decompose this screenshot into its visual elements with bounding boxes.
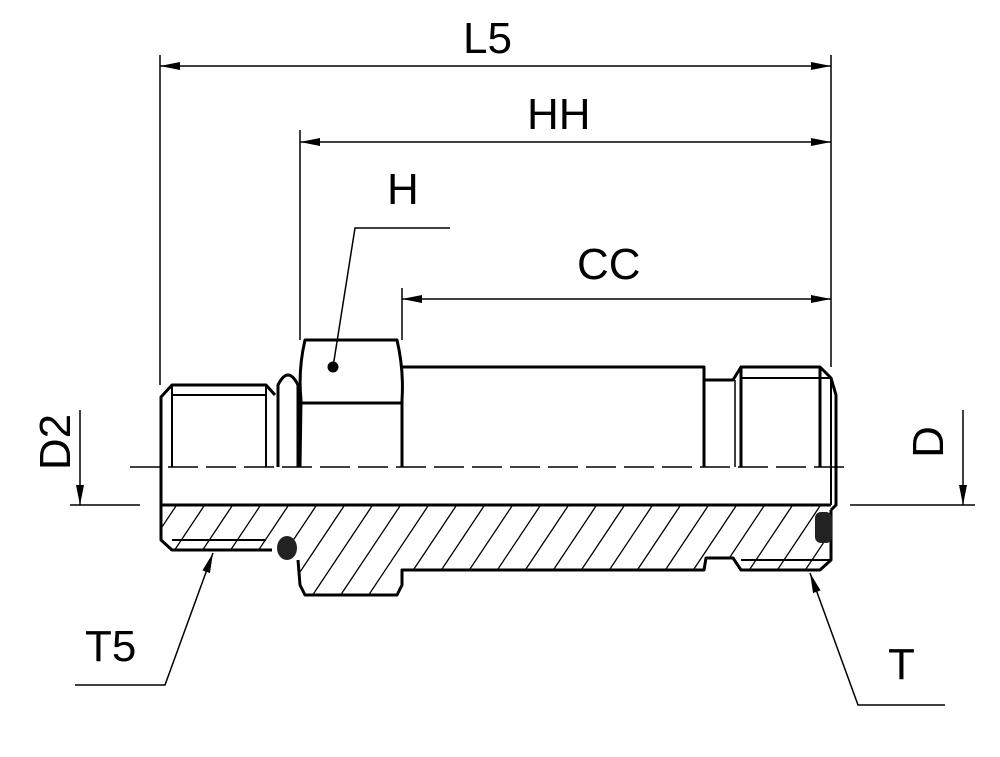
hatch-line bbox=[491, 505, 573, 595]
hatch-line bbox=[407, 505, 489, 595]
label-cc: CC bbox=[577, 240, 641, 289]
hatch-line bbox=[295, 505, 377, 595]
label-d: D bbox=[903, 426, 953, 458]
hatch-line bbox=[435, 505, 517, 595]
label-h: H bbox=[387, 165, 419, 214]
hatch-line bbox=[351, 505, 433, 595]
seal-section bbox=[815, 512, 832, 543]
hatch-line bbox=[884, 500, 964, 620]
hatch-line bbox=[827, 505, 831, 595]
label-l5: L5 bbox=[463, 14, 512, 63]
label-t: T bbox=[888, 640, 915, 689]
o-ring-groove bbox=[276, 373, 300, 467]
hatch-line bbox=[659, 505, 741, 595]
label-hh: HH bbox=[527, 90, 591, 139]
hatch-line bbox=[547, 505, 629, 595]
hatch-line bbox=[856, 500, 936, 620]
hatch-line bbox=[631, 505, 713, 595]
hatch-line bbox=[912, 500, 992, 620]
left-thread-outline bbox=[159, 383, 277, 505]
label-d2: D2 bbox=[31, 413, 81, 471]
hatch-line bbox=[379, 505, 461, 595]
h-leader bbox=[332, 227, 450, 368]
hatch-line bbox=[603, 505, 685, 595]
section-hatching bbox=[161, 500, 1000, 620]
hatch-line bbox=[161, 505, 181, 595]
hatch-line bbox=[323, 505, 405, 595]
hatch-line bbox=[463, 505, 545, 595]
label-t5: T5 bbox=[85, 622, 137, 671]
hatch-line bbox=[519, 505, 601, 595]
t5-leader bbox=[75, 552, 214, 686]
hatch-line bbox=[267, 505, 349, 595]
hex-outline bbox=[298, 338, 404, 468]
t-leader bbox=[809, 572, 945, 706]
hatch-line bbox=[940, 500, 1000, 620]
body-outline bbox=[402, 365, 838, 512]
hatch-line bbox=[575, 505, 657, 595]
o-ring-section bbox=[277, 536, 297, 560]
